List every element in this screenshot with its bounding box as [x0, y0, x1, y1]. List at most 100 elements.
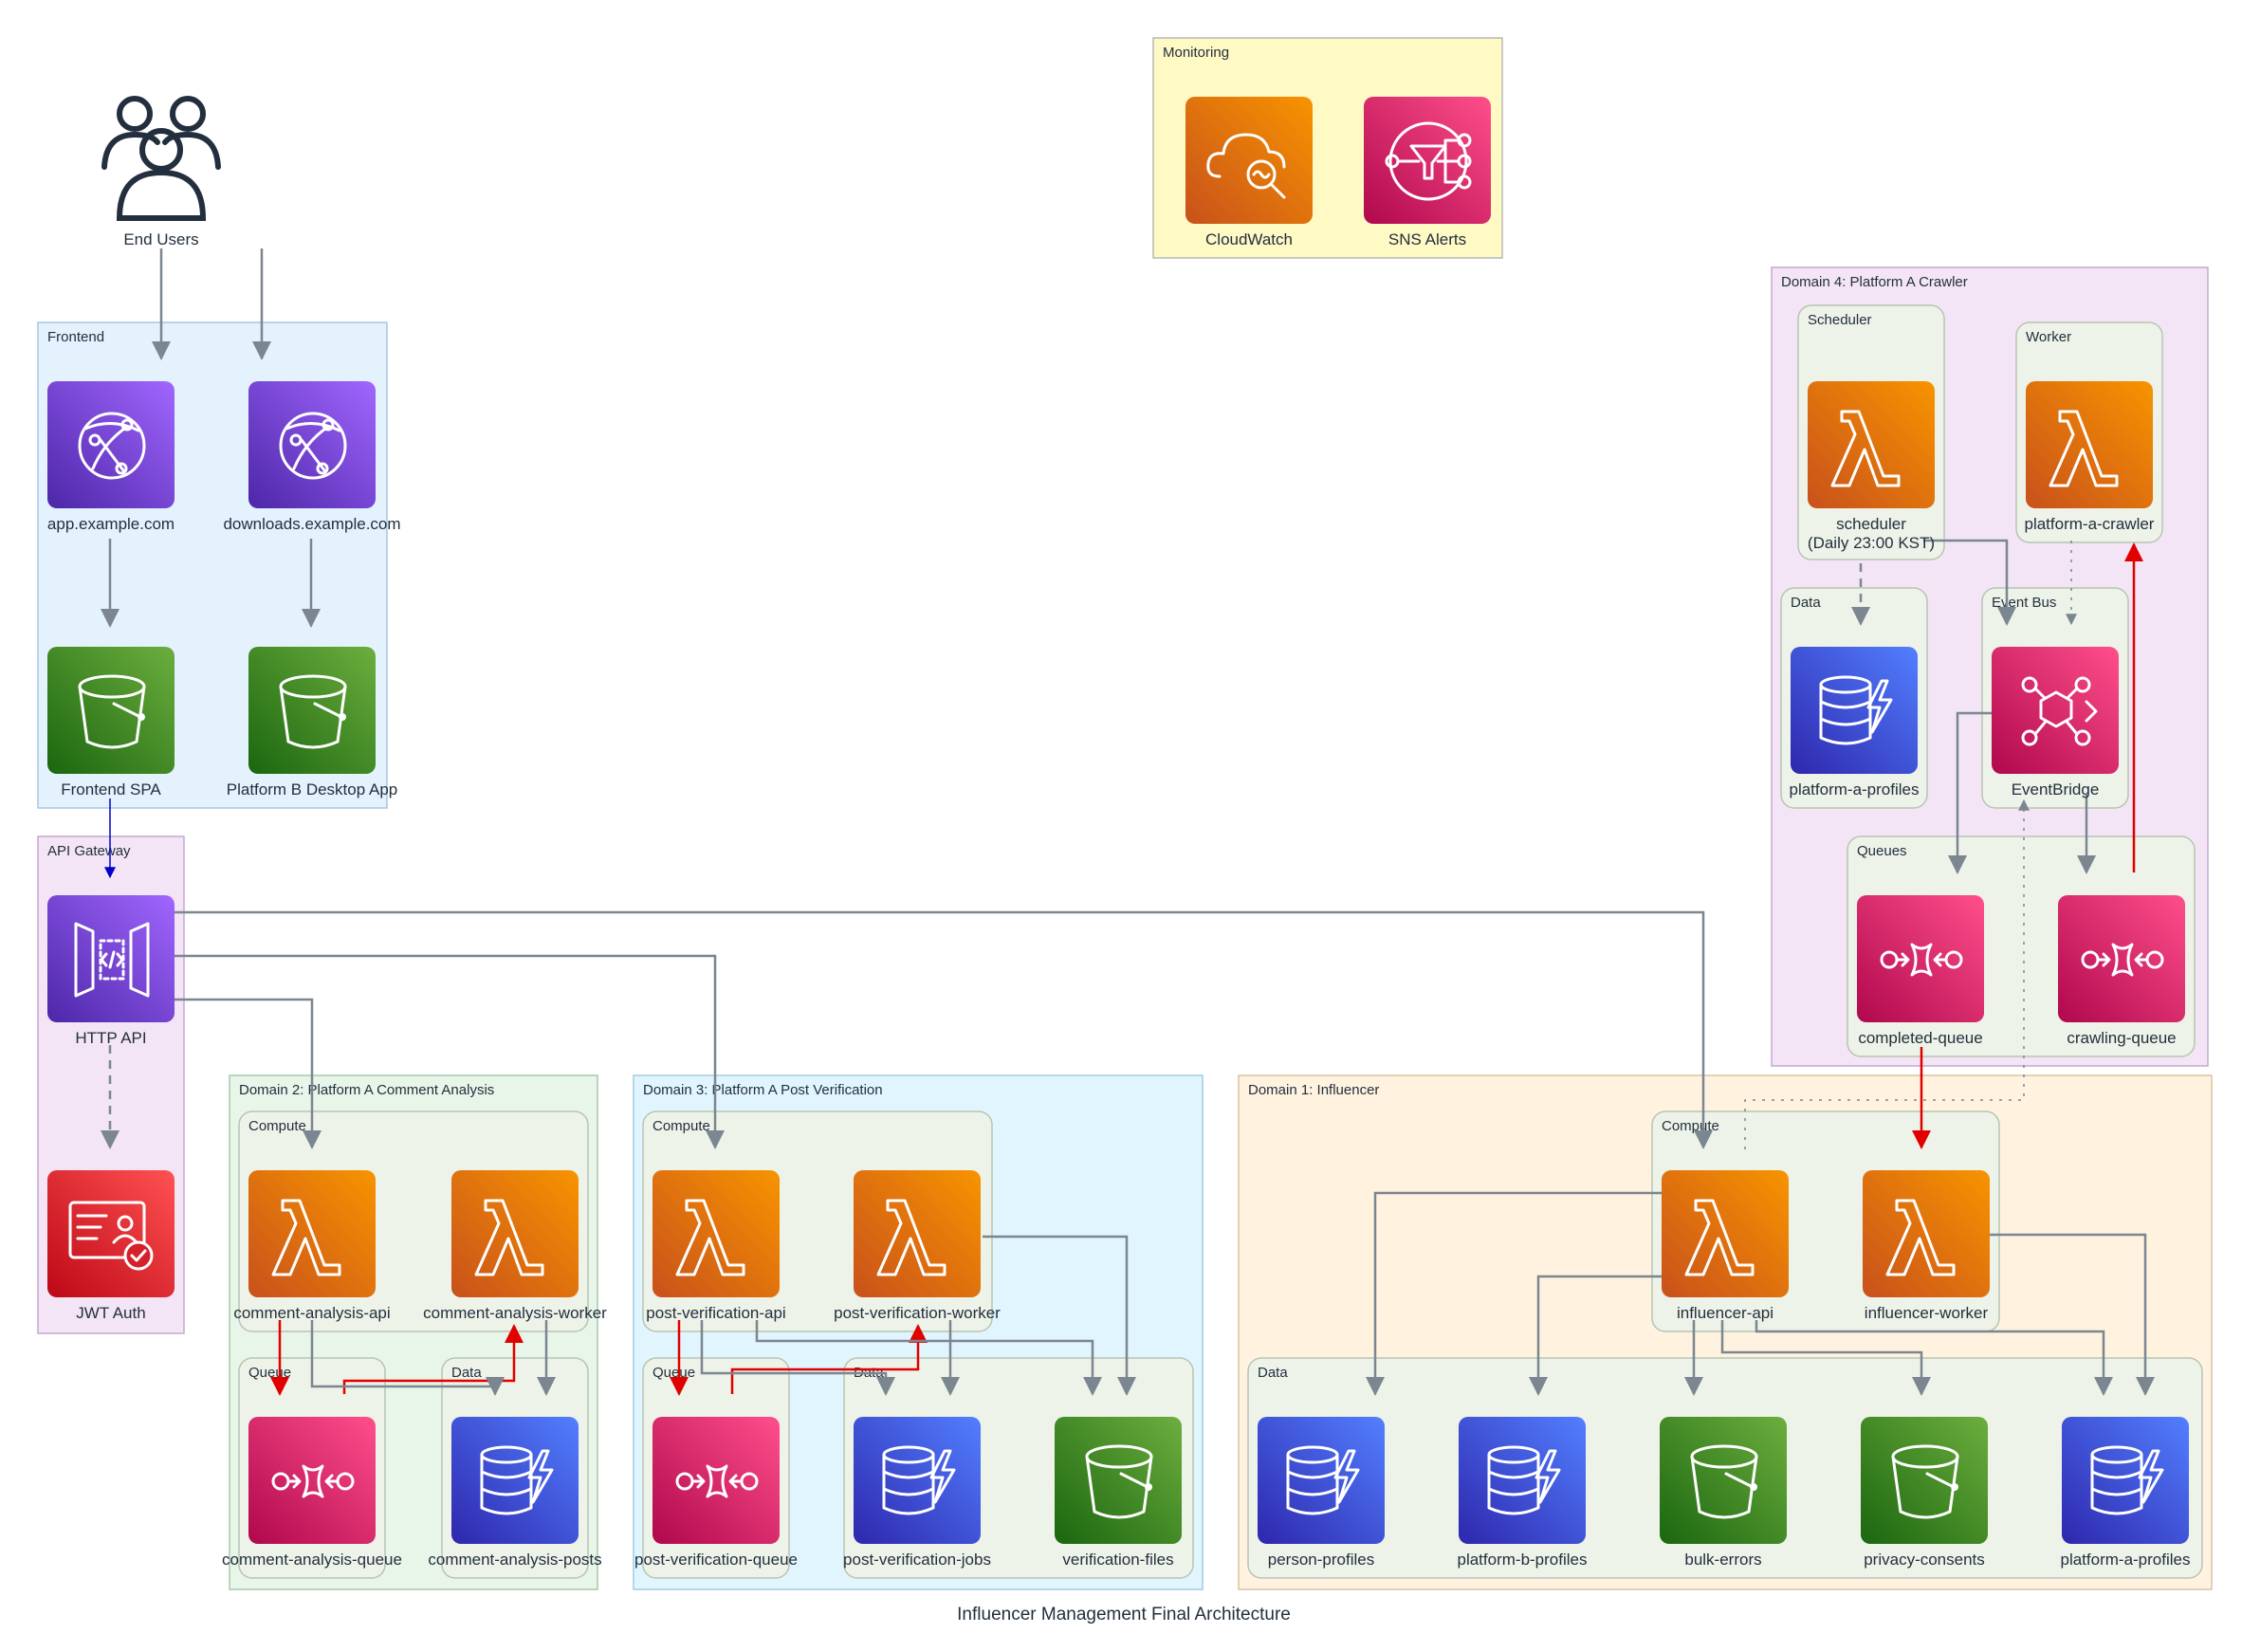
node-label: post-verification-worker	[834, 1304, 1001, 1322]
node-pv-api[interactable]: post-verification-api	[646, 1170, 786, 1322]
cluster-label: Domain 2: Platform A Comment Analysis	[239, 1082, 494, 1098]
node-sns-alerts[interactable]: SNS Alerts	[1364, 97, 1491, 248]
node-label: completed-queue	[1858, 1029, 1982, 1047]
node-ca-worker[interactable]: comment-analysis-worker	[423, 1170, 607, 1322]
dynamodb-icon	[2062, 1417, 2189, 1544]
cluster-label: Frontend	[47, 329, 104, 345]
lambda-icon	[1863, 1170, 1990, 1297]
dynamodb-icon	[854, 1417, 981, 1544]
node-pv-jobs[interactable]: post-verification-jobs	[843, 1417, 991, 1569]
edge-pv-api-jobs	[700, 1320, 895, 1396]
cluster-label: Event Bus	[1992, 595, 2056, 611]
node-pv-queue[interactable]: post-verification-queue	[634, 1417, 798, 1569]
lambda-icon	[1808, 381, 1935, 508]
lambda-icon	[652, 1170, 780, 1297]
node-pv-worker[interactable]: post-verification-worker	[834, 1170, 1001, 1322]
edge-eventbridge-completed	[1948, 711, 1992, 874]
node-pv-files[interactable]: verification-files	[1055, 1417, 1182, 1569]
cluster-label: Data	[451, 1365, 482, 1381]
node-label: JWT Auth	[76, 1304, 145, 1322]
s3-bucket-icon	[1055, 1417, 1182, 1544]
node-label: privacy-consents	[1864, 1551, 1985, 1569]
edge-inf-api-privacy	[1720, 1320, 1931, 1396]
node-jwt-auth[interactable]: JWT Auth	[47, 1170, 175, 1322]
node-desktop-app[interactable]: Platform B Desktop App	[227, 647, 397, 798]
node-privacy-consents[interactable]: privacy-consents	[1861, 1417, 1988, 1569]
node-label: post-verification-jobs	[843, 1551, 991, 1569]
node-ca-queue[interactable]: comment-analysis-queue	[222, 1417, 402, 1569]
sqs-icon	[1857, 895, 1984, 1022]
cluster-label: Compute	[248, 1118, 306, 1134]
sqs-icon	[248, 1417, 376, 1544]
node-label: scheduler	[1836, 515, 1906, 533]
sqs-icon	[2058, 895, 2185, 1022]
node-d1-a-profiles[interactable]: platform-a-profiles	[2061, 1417, 2191, 1569]
s3-bucket-icon	[47, 647, 175, 774]
node-label: SNS Alerts	[1388, 230, 1466, 248]
node-label: HTTP API	[75, 1029, 146, 1047]
node-ca-api[interactable]: comment-analysis-api	[233, 1170, 391, 1322]
edge-inf-worker-aprofiles	[1990, 1233, 2155, 1396]
node-label: platform-a-crawler	[2025, 515, 2155, 533]
node-inf-api[interactable]: influencer-api	[1662, 1170, 1789, 1322]
lambda-icon	[248, 1170, 376, 1297]
node-label: crawling-queue	[2067, 1029, 2176, 1047]
node-bulk-errors[interactable]: bulk-errors	[1660, 1417, 1787, 1569]
edges	[101, 248, 2155, 1396]
edge-inf-api-bprofiles	[1529, 1275, 1662, 1396]
node-end-users[interactable]: End Users	[101, 96, 221, 248]
node-app-cf[interactable]: app.example.com	[47, 381, 175, 533]
node-crawler[interactable]: platform-a-crawler	[2025, 381, 2155, 533]
lambda-icon	[854, 1170, 981, 1297]
s3-bucket-icon	[1660, 1417, 1787, 1544]
node-label: comment-analysis-queue	[222, 1551, 402, 1569]
node-label: person-profiles	[1268, 1551, 1374, 1569]
edge-pv-worker-files	[983, 1235, 1136, 1396]
users-icon	[101, 96, 221, 221]
edge-scheduler-eventbridge	[1923, 539, 2016, 626]
s3-bucket-icon	[1861, 1417, 1988, 1544]
node-label: influencer-worker	[1865, 1304, 1989, 1322]
node-label: platform-a-profiles	[1790, 780, 1920, 798]
lambda-icon	[2026, 381, 2153, 508]
sqs-icon	[652, 1417, 780, 1544]
node-label: verification-files	[1062, 1551, 1173, 1569]
node-downloads-cf[interactable]: downloads.example.com	[223, 381, 401, 533]
edge-queue-pv-worker	[730, 1324, 928, 1394]
node-label: post-verification-api	[646, 1304, 785, 1322]
cluster-label: Scheduler	[1808, 312, 1872, 328]
node-person-profiles[interactable]: person-profiles	[1258, 1417, 1385, 1569]
node-inf-worker[interactable]: influencer-worker	[1863, 1170, 1990, 1322]
node-http-api[interactable]: HTTP API	[47, 895, 175, 1047]
cluster-label: API Gateway	[47, 843, 131, 859]
node-b-profiles[interactable]: platform-b-profiles	[1458, 1417, 1588, 1569]
node-d4-profiles[interactable]: platform-a-profiles	[1790, 647, 1920, 798]
node-eventbridge[interactable]: EventBridge	[1992, 647, 2119, 798]
node-label: post-verification-queue	[634, 1551, 798, 1569]
cluster-label: Compute	[652, 1118, 710, 1134]
node-label: comment-analysis-api	[233, 1304, 390, 1322]
edge-httpapi-inf-api	[175, 910, 1713, 1149]
cluster-label: Compute	[1662, 1118, 1719, 1134]
node-label: platform-a-profiles	[2061, 1551, 2191, 1569]
edge-inf-api-aprofiles	[1755, 1320, 2113, 1396]
node-label: CloudWatch	[1205, 230, 1293, 248]
edge-httpapi-pv-api	[175, 954, 725, 1149]
sns-icon	[1364, 97, 1491, 224]
node-frontend-spa[interactable]: Frontend SPA	[47, 647, 175, 798]
cluster-label: Monitoring	[1163, 45, 1229, 61]
api-gateway-icon	[47, 895, 175, 1022]
cloudfront-icon	[47, 381, 175, 508]
node-ca-posts[interactable]: comment-analysis-posts	[428, 1417, 602, 1569]
node-crawling-queue[interactable]: crawling-queue	[2058, 895, 2185, 1047]
node-label: End Users	[123, 230, 198, 248]
node-scheduler[interactable]: scheduler (Daily 23:00 KST)	[1808, 381, 1935, 552]
node-cloudwatch[interactable]: CloudWatch	[1185, 97, 1313, 248]
node-completed-queue[interactable]: completed-queue	[1857, 895, 1984, 1047]
cluster-label: Worker	[2026, 329, 2071, 345]
dynamodb-icon	[1459, 1417, 1586, 1544]
node-label: comment-analysis-worker	[423, 1304, 607, 1322]
dynamodb-icon	[1791, 647, 1918, 774]
diagram-title: Influencer Management Final Architecture	[957, 1605, 1291, 1624]
cluster-label: Queue	[248, 1365, 291, 1381]
